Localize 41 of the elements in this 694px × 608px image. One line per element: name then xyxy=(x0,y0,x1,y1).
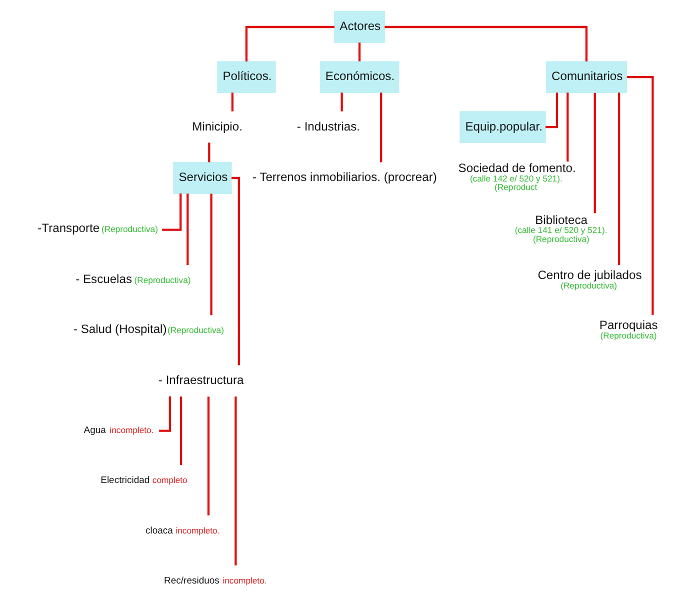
connector xyxy=(210,194,212,316)
connector xyxy=(358,42,361,62)
connector xyxy=(380,92,382,162)
connector xyxy=(232,176,240,366)
connector xyxy=(180,396,182,466)
node-box: Actores xyxy=(334,11,385,43)
node-box: Económicos. xyxy=(320,61,400,93)
connector xyxy=(626,76,654,315)
node-text: Biblioteca (calle 141 e/ 520 y 521). (Reproductiva) xyxy=(514,212,608,244)
node-text: Parroquias (Reproductiva) xyxy=(599,318,658,341)
node-box: Políticos. xyxy=(217,61,276,93)
node-text: - Terrenos inmobiliarios. (procrear) xyxy=(252,170,437,184)
connector xyxy=(546,92,558,128)
node-text: Minicipio. xyxy=(192,119,242,134)
node-text: - Escuelas (Reproductiva) xyxy=(76,272,191,286)
node-text: Rec/residuos incompleto. xyxy=(164,575,267,586)
node-text: - Salud (Hospital)(Reproductiva) xyxy=(73,322,224,336)
connector xyxy=(208,142,210,162)
connector xyxy=(234,396,237,566)
node-text: - Infraestructura xyxy=(158,372,244,387)
node-box: Servicios xyxy=(173,162,232,194)
connector xyxy=(618,92,620,265)
connector xyxy=(566,92,569,162)
node-text: -Transporte(Reproductiva) xyxy=(38,221,158,236)
node-text: Electricidad completo xyxy=(100,475,188,486)
node-text: cloaca incompleto. xyxy=(146,525,220,536)
connector xyxy=(340,92,343,112)
node-text: Centro de jubilados (Reproductiva) xyxy=(538,268,642,290)
connector xyxy=(594,92,596,214)
connector xyxy=(162,194,182,231)
connector xyxy=(245,26,334,62)
connector xyxy=(186,194,189,265)
node-box: Comunitarios xyxy=(546,61,628,93)
connector xyxy=(384,26,588,62)
connector xyxy=(159,396,172,432)
node-text: Sociedad de fomento. (calle 142 e/ 520 y 521). (Reproduct xyxy=(458,161,576,192)
connector xyxy=(231,92,234,112)
connector xyxy=(207,396,210,516)
node-text: - Industrias. xyxy=(296,119,360,134)
node-box: Equip.popular. xyxy=(460,111,546,144)
node-text: Agua incompleto. xyxy=(84,425,154,436)
